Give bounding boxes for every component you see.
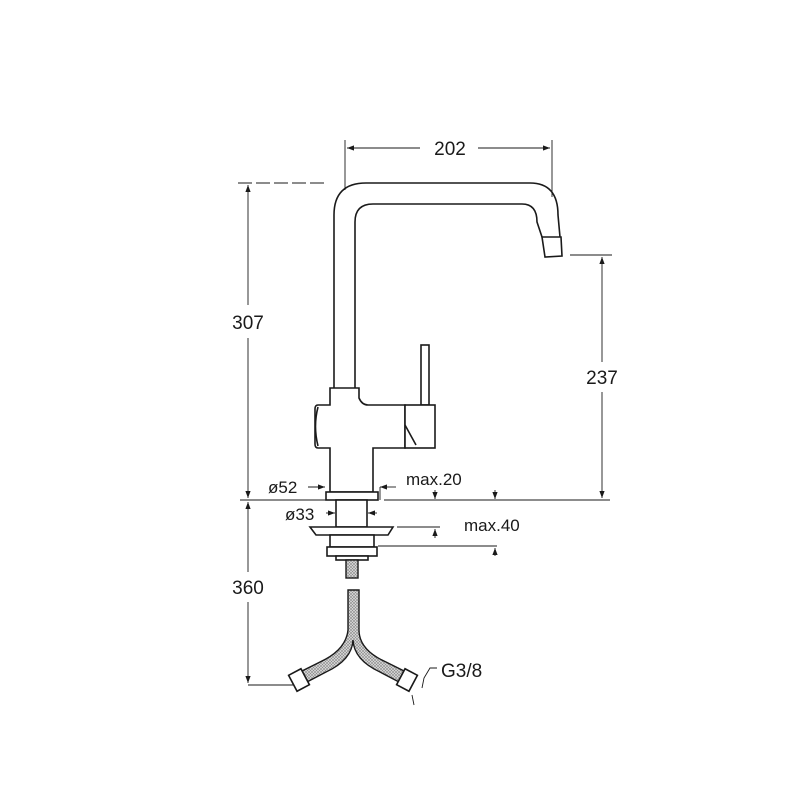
base-ring — [325, 491, 379, 501]
spout — [333, 182, 563, 388]
dimension-label-d33: ø33 — [285, 505, 314, 524]
dimension-label-g38: G3/8 — [441, 661, 482, 682]
hose-fitting-left — [287, 667, 311, 693]
dimension-shank: ø33 max.40 — [285, 505, 520, 556]
aerator — [541, 236, 563, 258]
dimension-label-202: 202 — [434, 139, 466, 160]
threaded-rod — [345, 559, 359, 579]
dimension-height: 307 — [232, 182, 326, 498]
dimension-hose-thread: G3/8 — [411, 661, 482, 706]
shank — [335, 499, 368, 528]
dimension-hose-length: 360 — [232, 502, 293, 686]
dimension-label-max40: max.40 — [464, 516, 520, 535]
dimension-outlet-height: 237 — [570, 254, 618, 498]
dimension-base: ø52 max.20 — [268, 470, 498, 500]
mixer-body — [314, 344, 436, 493]
dimension-label-d52: ø52 — [268, 478, 297, 497]
dimension-label-237: 237 — [586, 368, 618, 389]
dimension-reach: 202 — [344, 139, 553, 197]
dimension-label-max20: max.20 — [406, 470, 462, 489]
mounting-assembly — [308, 491, 395, 579]
washer-plate — [308, 526, 395, 536]
side-cap — [314, 406, 319, 447]
dimension-label-360: 360 — [232, 578, 264, 599]
flexible-hoses — [287, 589, 419, 693]
hose-fitting-right — [395, 667, 419, 693]
lever-cartridge — [404, 404, 436, 449]
lever-handle — [420, 344, 430, 406]
dimension-label-307: 307 — [232, 313, 264, 334]
